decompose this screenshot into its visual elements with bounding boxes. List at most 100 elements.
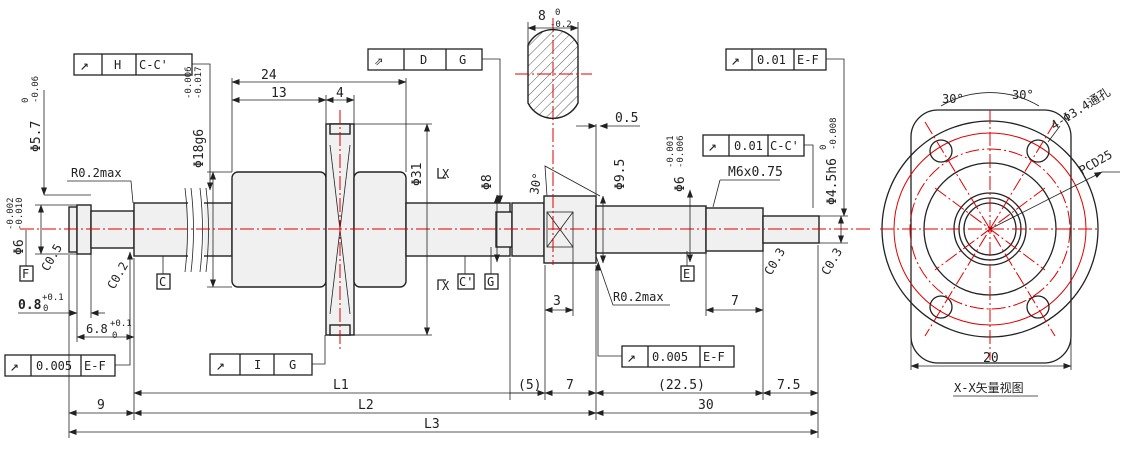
dim-3: 3 [553,294,561,309]
datum-labels: F C C' G E [19,265,695,290]
dim-0-8-tol-lo: 0 [43,304,48,314]
break-line-1 [184,187,194,273]
dim-phi6-right-tol-up: -0.001 [666,135,676,168]
end-view: 30° 30° 4-Φ3.4通孔 PCD25 20 X-X矢量视图 [880,85,1120,397]
frame-7-b: E-F [703,350,725,364]
dim-6-8-tol-up: +0.1 [110,319,132,329]
runout-icon: ↗ [708,137,717,155]
dim-r02-right: R0.2max [613,290,664,304]
end-view-holes-note: 4-Φ3.4通孔 [1048,85,1113,133]
dim-r02-left: R0.2max [71,166,122,180]
dim-6-8: 6.8 [86,322,108,336]
dim-phi31: Φ31 [410,163,425,186]
hole-bottom-right [1026,295,1050,319]
runout-icon: ↗ [10,357,19,375]
runout-icon: ↗ [731,51,740,69]
dim-6-8-tol-lo: 0 [112,331,117,341]
dim-c03-b: C0.3 [818,245,845,277]
dim-angle30: 30° [527,172,545,196]
section-marks: X X [437,167,450,293]
tolerance-frame-2: ⇗ D G [367,48,483,71]
dim-l1: L1 [333,378,349,393]
runout-icon: ↗ [216,356,225,374]
dim-phi18-tol-up: -0.006 [184,66,194,99]
dim-phi5-7-tol-up: 0 [21,98,31,103]
frame-1-a: H [114,58,121,72]
dim-7-5: 7.5 [777,378,800,393]
frame-3-a: 0.01 [757,53,786,67]
frame-5-a: 0.005 [36,359,72,373]
dim-7b: 7 [566,378,574,393]
dim-24: 24 [261,68,277,83]
frame-6-b: G [289,358,296,372]
dim-30: 30 [698,398,714,413]
dim-phi8: Φ8 [480,174,495,190]
dim-c03-a: C0.3 [761,245,788,277]
dim-phi4-5-tol-lo: -0.008 [829,117,839,150]
datum-c-prime: C' [459,275,473,289]
dim-4: 4 [336,86,344,101]
dim-13: 13 [271,86,287,101]
frame-6-a: I [254,358,261,372]
end-view-title: X-X矢量视图 [954,380,1024,395]
dim-l2: L2 [358,398,374,413]
x-mark-top: X [442,167,450,181]
dim-0-8-tol-up: +0.1 [42,293,64,303]
dim-phi18-tol-lo: -0.017 [194,66,204,99]
dim-phi4-5: Φ4.5h6 [825,158,840,205]
datum-g: G [487,275,494,289]
frame-2-b: G [459,53,466,67]
dim-phi9-5: Φ9.5 [613,159,628,190]
frame-leaders [115,58,847,366]
runout-icon: ↗ [80,56,89,74]
frame-2-a: D [420,53,427,67]
dim-9: 9 [97,398,105,413]
dim-5: (5) [518,378,541,393]
dim-phi18: Φ18g6 [192,129,207,168]
break-line-2 [199,187,209,273]
frame-7-a: 0.005 [652,350,688,364]
flat-section-view [515,22,592,120]
dimension-lines [18,78,848,438]
tolerance-frame-7: ↗ 0.005 E-F [621,345,735,368]
dim-l3: L3 [424,417,440,432]
end-view-angle-left: 30° [942,92,964,106]
tolerance-frame-3: ↗ 0.01 E-F [725,48,827,71]
dim-c02-left: C0.2 [104,259,131,291]
datum-e: E [683,267,690,281]
end-view-width: 20 [983,351,999,366]
dim-flat8: 8 [538,9,546,24]
frame-1-b: C-C' [139,58,168,72]
dim-7a: 7 [731,294,739,309]
tolerance-frame-6: ↗ I G [209,353,313,376]
dim-0-5: 0.5 [615,111,638,126]
dim-phi4-5-tol-up: 0 [819,145,829,150]
dim-phi5-7: Φ5.7 [29,121,44,152]
dim-phi6-left: Φ6 [12,239,27,255]
frame-3-b: E-F [797,53,819,67]
dim-22-5: (22.5) [658,378,705,393]
dim-0-8: 0.8 [18,298,42,313]
tolerance-frame-1: ↗ H C-C' [73,53,193,76]
hole-top-left [929,139,953,163]
frame-4-a: 0.01 [734,139,763,153]
frame-4-b: C-C' [770,139,799,153]
dim-phi6-left-tol-lo: -0.010 [15,197,25,230]
dim-c05: C0.5 [38,241,65,273]
dim-phi6-right: Φ6 [673,176,688,192]
tolerance-frame-5: ↗ 0.005 E-F [4,354,116,377]
dim-phi5-7-tol-lo: -0.06 [31,76,41,103]
x-mark-bottom: X [442,279,450,293]
dim-flat8-tol-up: 0 [555,8,560,18]
hole-top-right [1026,139,1050,163]
dim-phi6-left-tol-up: -0.002 [6,197,16,230]
runout-icon: ↗ [627,348,636,366]
tolerance-frame-4: ↗ 0.01 C-C' [702,134,805,157]
dim-phi6-right-tol-lo: -0.006 [676,135,686,168]
datum-f: F [22,267,29,281]
end-view-pcd: PCD25 [1077,147,1115,177]
dim-flat8-tol-lo: -0.2 [550,20,572,30]
datum-c: C [159,275,166,289]
end-view-angle-right: 30° [1012,88,1034,102]
